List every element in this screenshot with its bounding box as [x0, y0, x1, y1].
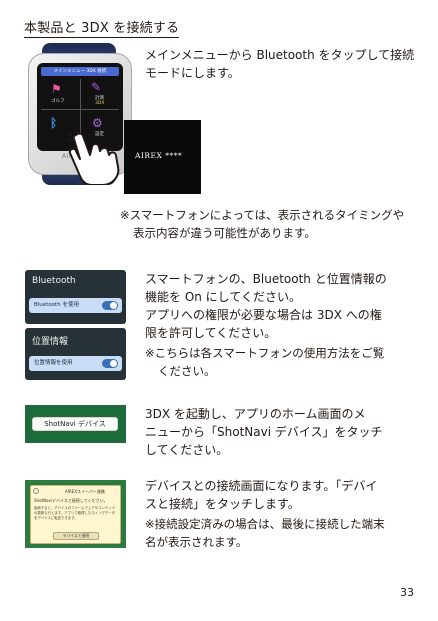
step4-text: デバイスとの接続画面になります。「デバイ スと接続」をタッチします。	[145, 477, 377, 513]
dialog-body: 接続すると、デバイスのファームウェアやコンテンツの更新も行えます。アプリで取得し…	[34, 506, 116, 520]
location-panel-title: 位置情報	[32, 337, 69, 347]
page-title: 本製品と 3DX を接続する	[24, 17, 180, 38]
shotnavi-device-button[interactable]: ShotNavi デバイス	[32, 417, 118, 431]
step4-text-line: スと接続」をタッチします。	[145, 497, 300, 511]
bluetooth-panel-title: Bluetooth	[32, 276, 76, 286]
step2-note: ※こちらは各スマートフォンの使用方法をご覧 ください。	[145, 344, 384, 380]
tapping-hand-icon	[68, 131, 120, 185]
watch-screen: メインメニュー 3DX 接続 ⚑ ゴルフ ✎ 計測 3DX ᛒ ⚙ 設定	[37, 63, 123, 151]
settings-gear-icon: ⚙	[92, 116, 103, 130]
close-icon[interactable]	[33, 488, 39, 494]
connection-dialog: AIREXスイーパー連携 ShotNaviデバイスと接続してください。 接続する…	[30, 485, 121, 544]
toggle-knob	[110, 360, 117, 367]
page-number: 33	[400, 586, 414, 599]
location-use-row[interactable]: 位置情報を使用	[29, 356, 122, 371]
watch-label-settings: 設定	[95, 132, 104, 137]
step2-text-line: 機能を On にしてください。	[145, 290, 301, 304]
step2-note-line: ください。	[158, 364, 216, 378]
step2-text: スマートフォンの、Bluetooth と位置情報の 機能を On にしてください…	[145, 270, 387, 342]
bluetooth-settings-panel: Bluetooth Bluetooth を使用	[25, 270, 126, 324]
watch-label-golf: ゴルフ	[51, 99, 65, 104]
location-toggle[interactable]	[102, 359, 118, 368]
step2-text-line: スマートフォンの、Bluetooth と位置情報の	[145, 272, 387, 286]
step3-text-line: ニューから「ShotNavi デバイス」をタッチ	[145, 425, 383, 439]
watch-label-3dx: 3DX	[95, 101, 105, 106]
step2-text-line: アプリへの権限が必要な場合は 3DX への権	[145, 308, 382, 322]
toggle-knob	[110, 302, 117, 309]
step4-note-line: 名が表示されます。	[145, 535, 248, 549]
step3-text-line: 3DX を起動し、アプリのホーム画面のメ	[145, 407, 366, 421]
watch-illustration: メインメニュー 3DX 接続 ⚑ ゴルフ ✎ 計測 3DX ᛒ ⚙ 設定 AIR…	[28, 43, 132, 185]
step4-note: ※接続設定済みの場合は、最後に接続した端末 名が表示されます。	[145, 515, 385, 551]
step1-text: メインメニューから Bluetooth をタップして接続モードにします。	[145, 48, 415, 80]
watch-grid-line	[80, 79, 81, 145]
device-name-display: AIREX ****	[124, 120, 201, 194]
bluetooth-use-label: Bluetooth を使用	[34, 302, 79, 308]
connect-device-button[interactable]: デバイスと接続	[53, 532, 99, 540]
measure-icon: ✎	[91, 80, 102, 94]
bluetooth-icon[interactable]: ᛒ	[50, 116, 58, 130]
step2-text-line: 限を許可してください。	[145, 326, 277, 340]
step2-note-line: ※こちらは各スマートフォンの使用方法をご覧	[145, 346, 385, 360]
location-use-label: 位置情報を使用	[34, 360, 73, 366]
dialog-header: AIREXスイーパー連携	[65, 489, 105, 494]
location-settings-panel: 位置情報 位置情報を使用	[25, 328, 126, 380]
step3-text: 3DX を起動し、アプリのホーム画面のメ ニューから「ShotNavi デバイス…	[145, 405, 383, 459]
step4-text-line: デバイスとの接続画面になります。「デバイ	[145, 479, 378, 493]
bluetooth-toggle[interactable]	[102, 301, 118, 310]
dialog-subtitle: ShotNaviデバイスと接続してください。	[34, 498, 108, 503]
device-name-label: AIREX ****	[135, 151, 183, 160]
step3-text-line: してください。	[145, 443, 229, 457]
bluetooth-use-row[interactable]: Bluetooth を使用	[29, 298, 122, 313]
watch-screen-header: メインメニュー 3DX 接続	[41, 67, 119, 76]
step4-note-line: ※接続設定済みの場合は、最後に接続した端末	[145, 517, 385, 531]
watch-label-measure: 計測	[95, 96, 104, 101]
golf-flag-icon: ⚑	[51, 82, 62, 96]
connection-screen-thumbnail: AIREXスイーパー連携 ShotNaviデバイスと接続してください。 接続する…	[25, 480, 126, 548]
step1-note: ※スマートフォンによっては、表示されるタイミングや表示内容が違う可能性があります…	[120, 208, 405, 240]
app-home-menu-thumbnail: ShotNavi デバイス	[25, 405, 126, 443]
